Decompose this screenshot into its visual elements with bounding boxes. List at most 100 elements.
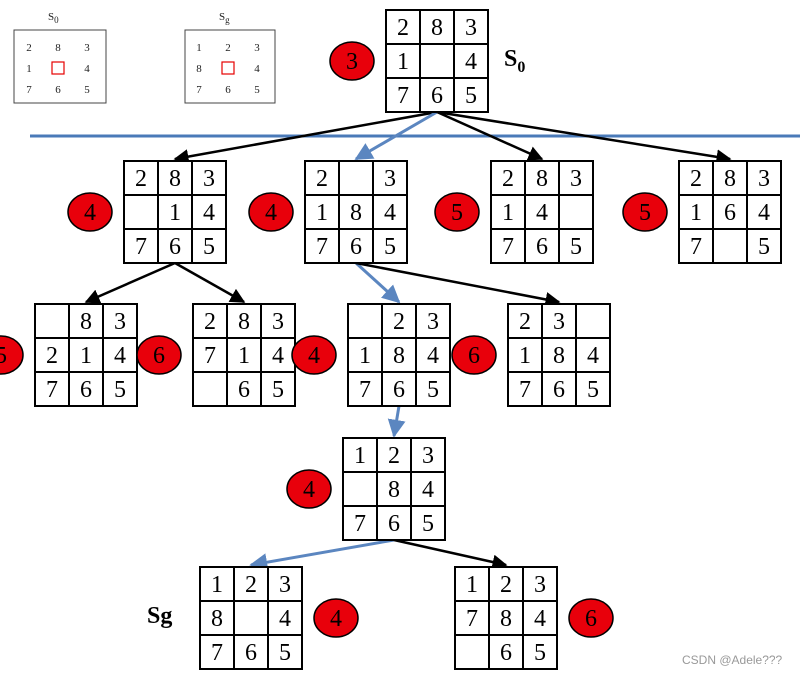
tile-number: 8	[350, 200, 362, 226]
tile-number: 8	[500, 606, 512, 632]
tile-number: 8	[536, 166, 548, 192]
tile-number: 5	[758, 234, 770, 260]
tile-number: 3	[272, 309, 284, 335]
tile-number: 4	[114, 343, 126, 369]
blank-tile	[454, 634, 490, 670]
tree-edge	[436, 110, 544, 161]
tile-number: 6	[393, 377, 405, 403]
tile-number: 1	[169, 200, 181, 226]
puzzle-tile	[746, 194, 782, 230]
tile-number: 6	[388, 511, 400, 537]
tile-number: 6	[536, 234, 548, 260]
tile-number: 1	[80, 343, 92, 369]
score-value: 4	[330, 606, 342, 632]
score-badge: 4	[291, 335, 337, 375]
legend-goal-cell: 8	[196, 63, 202, 75]
tile-number: 8	[169, 166, 181, 192]
legend-goal-cell: 6	[225, 84, 231, 96]
tile-number: 8	[431, 15, 443, 41]
puzzle-tile	[372, 194, 408, 230]
score-value: 6	[585, 606, 597, 632]
watermark: CSDN @Adele???	[682, 653, 783, 667]
tile-number: 1	[238, 343, 250, 369]
puzzle-tile	[678, 160, 714, 196]
legend-goal-frame	[184, 29, 276, 104]
blank-tile	[338, 160, 374, 196]
score-badge: 5	[622, 192, 668, 232]
tile-number: 5	[587, 377, 599, 403]
root-label: S0	[504, 46, 525, 76]
tile-number: 5	[279, 640, 291, 666]
tile-number: 4	[384, 200, 396, 226]
tile-number: 5	[534, 640, 546, 666]
score-value: 5	[451, 200, 463, 226]
puzzle-tile	[233, 634, 269, 670]
tree-edge	[393, 538, 508, 570]
score-badge: 4	[286, 469, 332, 509]
puzzle-tile	[415, 371, 451, 407]
tile-number: 7	[211, 640, 223, 666]
legend-start-cell: 6	[55, 84, 61, 96]
tree-edges	[84, 110, 732, 572]
tile-number: 8	[724, 166, 736, 192]
tile-number: 3	[384, 166, 396, 192]
tile-number: 7	[135, 234, 147, 260]
puzzle-tile	[507, 337, 543, 373]
blank-tile	[123, 194, 159, 230]
tile-number: 5	[465, 83, 477, 109]
legend-goal-cell: 5	[254, 84, 260, 96]
score-value: 5	[0, 343, 7, 369]
puzzle-tile	[199, 600, 235, 636]
score-badge: 4	[313, 598, 359, 638]
score-badge: 6	[451, 335, 497, 375]
blank-tile	[192, 371, 228, 407]
tile-number: 8	[238, 309, 250, 335]
score-value: 4	[308, 343, 320, 369]
tile-number: 3	[114, 309, 126, 335]
legend-goal-cell: 3	[254, 42, 260, 54]
tile-number: 1	[354, 443, 366, 469]
tile-number: 1	[211, 572, 223, 598]
tile-number: 1	[397, 49, 409, 75]
puzzle-tile	[102, 371, 138, 407]
tile-number: 2	[316, 166, 328, 192]
tile-number: 8	[80, 309, 92, 335]
tile-number: 5	[272, 377, 284, 403]
solution-path-edge	[387, 405, 406, 438]
tile-number: 5	[570, 234, 582, 260]
tile-number: 4	[534, 606, 546, 632]
tile-number: 2	[135, 166, 147, 192]
tile-number: 4	[422, 477, 434, 503]
puzzle-tile	[453, 43, 489, 79]
legend-start-blank-marker	[51, 61, 65, 75]
tile-number: 2	[204, 309, 216, 335]
tile-number: 4	[203, 200, 215, 226]
tile-number: 4	[587, 343, 599, 369]
tile-number: 3	[570, 166, 582, 192]
tile-number: 5	[114, 377, 126, 403]
tile-number: 2	[519, 309, 531, 335]
tile-number: 1	[359, 343, 371, 369]
tile-number: 3	[534, 572, 546, 598]
score-value: 6	[153, 343, 165, 369]
tile-number: 6	[238, 377, 250, 403]
puzzle-tile	[68, 303, 104, 339]
tile-number: 6	[169, 234, 181, 260]
tile-number: 7	[690, 234, 702, 260]
legend-start-cell: 4	[84, 63, 90, 75]
tree-edge	[355, 261, 561, 307]
puzzle-tile	[260, 371, 296, 407]
tile-number: 7	[502, 234, 514, 260]
tile-number: 2	[393, 309, 405, 335]
score-badge: 5	[434, 192, 480, 232]
